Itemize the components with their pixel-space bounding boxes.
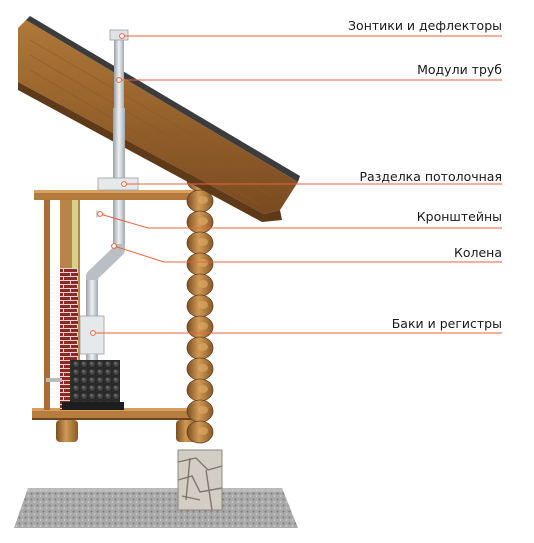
- leader-lines: [90, 33, 502, 336]
- log: [186, 315, 214, 339]
- leader-tanks-dot: [90, 330, 96, 336]
- log: [186, 357, 214, 381]
- gravel-ground: [14, 488, 298, 528]
- log: [186, 336, 214, 360]
- log: [186, 252, 214, 276]
- leader-elbows-dot: [111, 243, 117, 249]
- roof: [18, 16, 300, 222]
- log: [186, 294, 214, 318]
- log: [186, 420, 214, 444]
- leader-umbrellas-dot: [119, 33, 125, 39]
- floor-structure: [32, 408, 202, 442]
- log-wall: [186, 168, 214, 444]
- chimney-pipe: [79, 29, 139, 362]
- log: [186, 231, 214, 255]
- label-brackets: Кронштейны: [416, 209, 502, 224]
- log: [186, 210, 214, 234]
- leader-brackets: [99, 213, 502, 229]
- leader-ceiling-cut-dot: [121, 181, 127, 187]
- log: [186, 273, 214, 297]
- label-tanks-registers: Баки и регистры: [391, 316, 502, 331]
- label-umbrellas-deflectors: Зонтики и дефлекторы: [348, 18, 502, 33]
- stove-with-stones: [46, 360, 124, 410]
- leader-brackets-dot: [97, 211, 103, 217]
- log: [186, 189, 214, 213]
- ceiling-structure: [34, 190, 202, 410]
- leader-pipe-modules-dot: [116, 77, 122, 83]
- log: [186, 378, 214, 402]
- stone-foundation: [177, 449, 223, 511]
- leader-elbows: [113, 245, 502, 263]
- label-ceiling-cut: Разделка потолочная: [359, 169, 502, 184]
- label-elbows: Колена: [453, 245, 502, 260]
- log: [186, 399, 214, 423]
- label-pipe-modules: Модули труб: [417, 62, 502, 77]
